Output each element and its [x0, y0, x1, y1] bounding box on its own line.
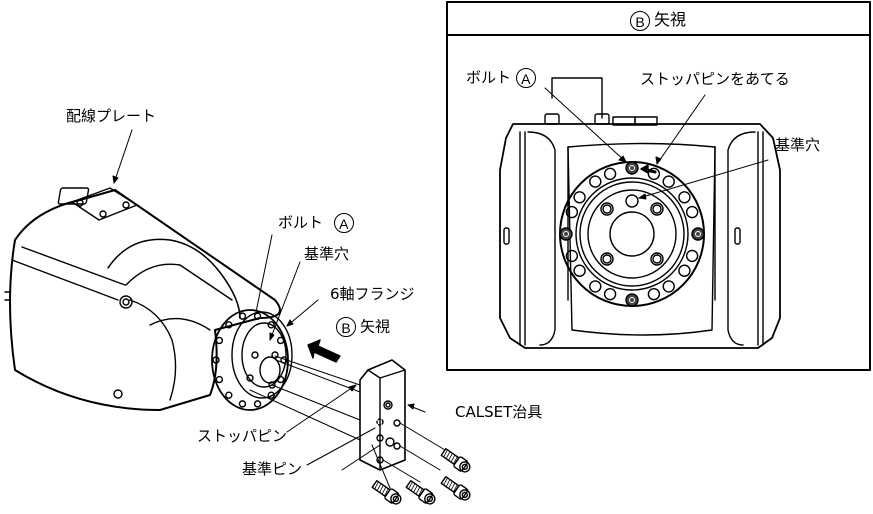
cap-screw	[371, 479, 402, 505]
main-ref-hole-label: 基準穴	[304, 245, 350, 263]
flange-hole	[589, 175, 602, 188]
flange-hole	[238, 312, 247, 320]
flange-hole	[565, 249, 579, 263]
bolt-text: ボルト	[466, 68, 512, 87]
cap-screw	[440, 475, 471, 501]
marker-a: A	[515, 68, 536, 88]
flange-hole	[276, 375, 285, 384]
inset-ref-hole-label: 基準穴	[775, 136, 821, 154]
flange-hole	[565, 205, 579, 219]
wiring-plate-label: 配線プレート	[66, 107, 157, 125]
main-bolt-label: ボルト A	[278, 213, 358, 233]
marker-b: B	[336, 317, 356, 337]
flange-hole	[662, 280, 675, 293]
flange-hole	[685, 205, 699, 219]
flange-hole	[662, 175, 675, 188]
inset-wrist-body	[499, 77, 781, 349]
six-axis-flange	[211, 309, 293, 411]
bolt-text: ボルト	[278, 213, 324, 232]
main-leaders	[112, 129, 426, 471]
alignment-lines	[249, 355, 361, 441]
view-text: 矢視	[360, 317, 391, 336]
flange-hole	[589, 280, 602, 293]
cap-screws	[371, 447, 471, 505]
flange-hole	[603, 287, 617, 301]
ref-pin-label: 基準ピン	[242, 460, 303, 478]
robot-wrist-body	[4, 189, 281, 411]
cap-screw	[440, 447, 471, 473]
inset-flange	[559, 161, 705, 307]
cap-screw	[405, 479, 436, 505]
flange-hole	[678, 191, 691, 204]
flange-hole	[215, 336, 224, 345]
flange-hole	[253, 312, 262, 320]
flange-hole	[685, 249, 699, 263]
flange-hole	[276, 336, 285, 345]
flange-hole	[267, 391, 275, 399]
flange-hole	[647, 287, 661, 301]
inset-bolt-label: ボルト A	[466, 68, 540, 88]
flange-hole	[573, 191, 586, 204]
marker-a: A	[333, 213, 354, 233]
flange-hole	[253, 400, 262, 408]
wiring-plate	[57, 187, 138, 221]
flange-hole	[647, 167, 661, 181]
flange-hole	[267, 321, 275, 329]
inset-frame	[446, 1, 871, 371]
calset-jig-label: CALSET治具	[455, 403, 543, 421]
flange-hole	[678, 264, 691, 277]
flange-hole	[225, 391, 233, 399]
flange-hole	[225, 321, 233, 329]
inset-leaders	[544, 87, 769, 200]
flange-hole	[215, 375, 224, 384]
flange-hole	[603, 167, 617, 181]
view-arrow	[307, 339, 341, 363]
flange-hole	[238, 400, 247, 408]
marker-b: B	[629, 10, 650, 31]
flange-label: 6軸フランジ	[330, 285, 415, 303]
flange-hole	[212, 356, 220, 364]
inset-stopper-label: ストッパピンをあてる	[640, 70, 790, 88]
flange-hole	[573, 264, 586, 277]
stopper-pin-label: ストッパピン	[197, 427, 288, 445]
inset-title-text: 矢視	[653, 10, 686, 29]
